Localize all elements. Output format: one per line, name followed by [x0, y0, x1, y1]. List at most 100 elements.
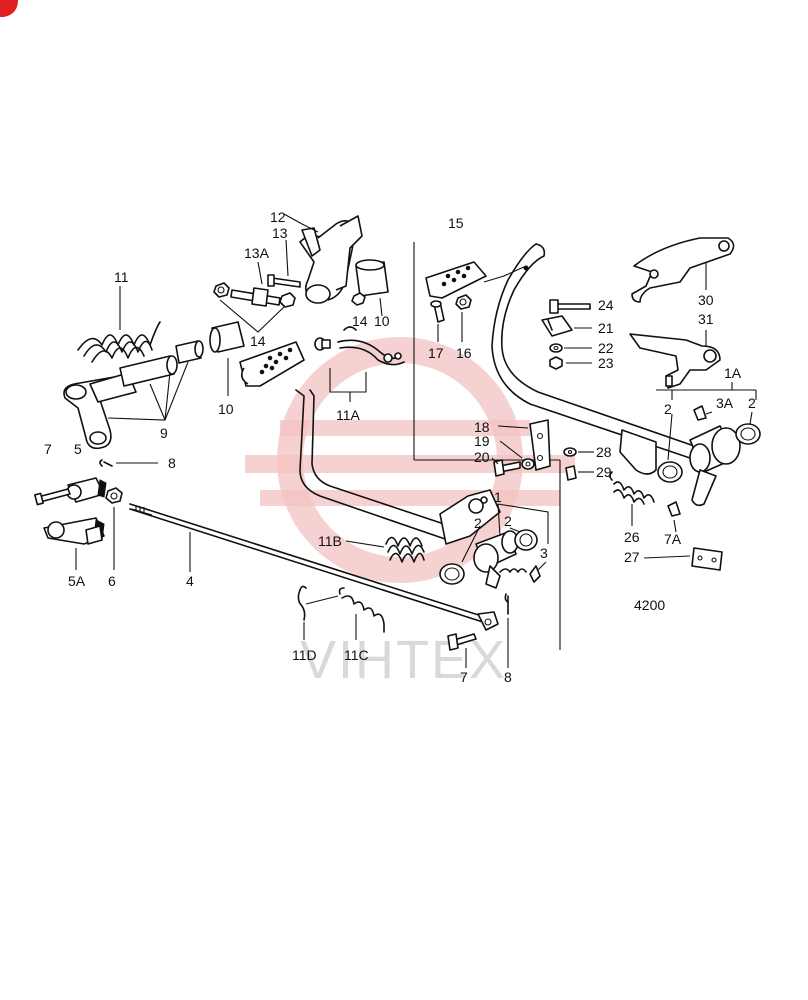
- part-28-washer: [563, 447, 577, 457]
- label-2-center-a: 2: [474, 515, 482, 531]
- label-13: 13: [272, 225, 288, 241]
- part-19-washer: [521, 458, 535, 470]
- label-3: 3: [540, 545, 548, 561]
- label-24: 24: [598, 297, 614, 313]
- part-7a-bolt: [667, 501, 681, 517]
- part-8-pin-lower: [504, 593, 509, 615]
- part-3-fitting-center: [529, 565, 541, 583]
- part-30-link-plate: [631, 237, 735, 303]
- part-26-spring: [609, 471, 655, 505]
- label-20: 20: [474, 449, 490, 465]
- label-5: 5: [74, 441, 82, 457]
- part-29-bolt: [565, 465, 577, 481]
- label-7-left: 7: [44, 441, 52, 457]
- callout-labels: 11 12 13 13A 14 14 10 10 11A 9 7 5 8 5A …: [44, 209, 756, 685]
- label-2-right-a: 2: [664, 401, 672, 417]
- part-2-bushing-b: [514, 529, 538, 551]
- label-7a: 7A: [664, 531, 682, 547]
- part-23-nut: [549, 356, 563, 370]
- label-31: 31: [698, 311, 714, 327]
- label-27: 27: [624, 549, 640, 565]
- part-11c-spring: [338, 587, 385, 633]
- part-18-bracket: [529, 419, 551, 471]
- part-2-bushing-right-a: [657, 461, 683, 483]
- part-5-clevis: [66, 477, 107, 503]
- label-1a: 1A: [724, 365, 742, 381]
- part-11b-spring: [385, 536, 425, 563]
- label-11: 11: [114, 269, 129, 285]
- label-6: 6: [108, 573, 116, 589]
- label-8-left: 8: [168, 455, 176, 471]
- part-10-bushing-lower: [209, 321, 245, 353]
- label-14-left: 14: [250, 333, 266, 349]
- part-1a-shaft-assembly-right: [689, 425, 741, 507]
- part-20-bolt: [493, 459, 521, 477]
- part-4-rod: [129, 503, 499, 631]
- part-11d-hook: [297, 585, 339, 621]
- label-22: 22: [598, 340, 614, 356]
- label-21: 21: [598, 320, 614, 336]
- part-14-nut-upper: [351, 292, 366, 306]
- part-11a-spring-clip: [337, 326, 405, 366]
- part-16-nut: [455, 294, 472, 310]
- part-5a-clevis: [43, 517, 105, 545]
- spring-small-center: [499, 568, 527, 573]
- label-29: 29: [596, 464, 612, 480]
- brake-pedal-arm: [295, 389, 501, 545]
- label-10-lower: 10: [218, 401, 234, 417]
- label-17: 17: [428, 345, 444, 361]
- label-10-upper: 10: [374, 313, 390, 329]
- part-7-bolt-lower: [447, 633, 477, 651]
- brake-pedal-pad: [239, 341, 305, 387]
- label-5a: 5A: [68, 573, 86, 589]
- label-11b: 11B: [318, 533, 342, 549]
- part-14-nut-right: [279, 292, 296, 308]
- part-13a-stud: [230, 287, 281, 307]
- part-7-bolt-left: [34, 488, 71, 506]
- part-2-bushing-right-b: [735, 423, 761, 445]
- part-14-nut-left: [213, 282, 230, 298]
- part-2-bushing-a: [439, 563, 465, 585]
- corner-mark-icon: [0, 0, 18, 17]
- label-30: 30: [698, 292, 714, 308]
- part-17-bolt: [430, 300, 445, 323]
- part-3a-fitting: [693, 405, 707, 421]
- part-27-plate: [691, 547, 723, 571]
- part-24-bolt: [549, 299, 591, 314]
- label-18: 18: [474, 419, 490, 435]
- part-13-bolt: [267, 274, 301, 288]
- label-14-right: 14: [352, 313, 368, 329]
- part-pin-small: [314, 337, 331, 351]
- label-2-center-b: 2: [504, 513, 512, 529]
- label-12: 12: [270, 209, 286, 225]
- label-1: 1: [494, 489, 502, 505]
- part-10-bushing-upper: [355, 259, 389, 297]
- part-1-shaft-assembly-center: [473, 530, 519, 589]
- label-9: 9: [160, 425, 168, 441]
- label-28: 28: [596, 444, 612, 460]
- part-8-pin-left: [99, 459, 113, 467]
- figure-code: 4200: [634, 597, 665, 613]
- label-4: 4: [186, 573, 194, 589]
- label-2-right-b: 2: [748, 395, 756, 411]
- label-26: 26: [624, 529, 640, 545]
- label-11d: 11D: [292, 647, 317, 663]
- part-11-spring: [77, 321, 161, 363]
- part-31-bracket: [629, 333, 721, 389]
- part-22-washer: [549, 343, 563, 353]
- part-21-clip: [541, 315, 573, 337]
- label-7-lower: 7: [460, 669, 468, 685]
- label-8-lower: 8: [504, 669, 512, 685]
- label-11a: 11A: [336, 407, 361, 423]
- part-12-shift-fork: [299, 215, 363, 304]
- label-11c: 11C: [344, 647, 369, 663]
- label-19: 19: [474, 433, 490, 449]
- part-9-lever-arm: [63, 340, 204, 450]
- label-16: 16: [456, 345, 472, 361]
- clutch-pedal-arm: [491, 243, 701, 475]
- label-3a: 3A: [716, 395, 734, 411]
- label-13a: 13A: [244, 245, 270, 261]
- clutch-pedal-pad: [425, 261, 487, 299]
- part-6-nut: [105, 487, 123, 504]
